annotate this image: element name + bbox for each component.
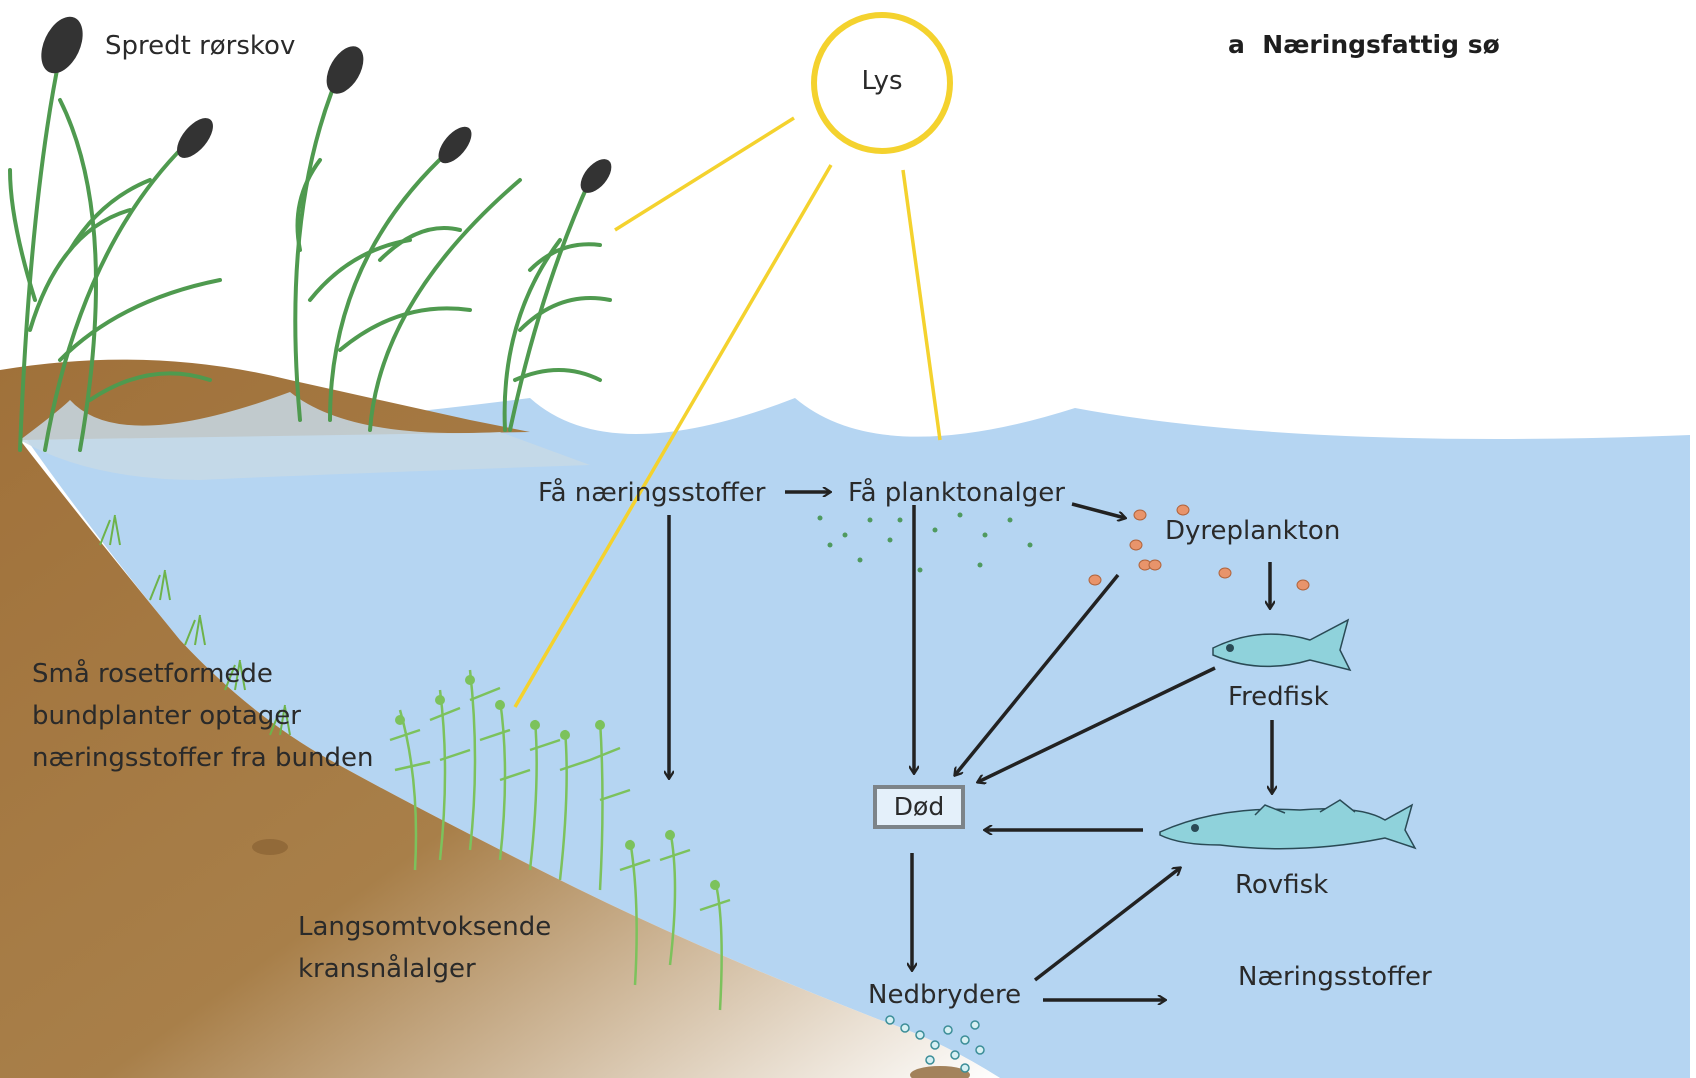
arrow-algae-to-zooplankton [1071,502,1125,518]
nutrients-label: Næringsstoffer [1238,962,1432,992]
forage-fish-label: Fredfisk [1228,682,1329,712]
title-text: Næringsfattig sø [1262,30,1500,59]
arrow-forage-to-dead [978,666,1216,782]
zooplankton-dots [1088,504,1310,591]
reed-seedheads [41,16,612,193]
title-letter: a [1228,30,1245,59]
sun-label: Lys [861,66,903,96]
rosette-label-line3: næringsstoffer fra bunden [32,743,374,773]
sun-icon [811,12,953,154]
few-nutrients-label: Få næringsstoffer [538,478,766,508]
zooplankton-label: Dyreplankton [1165,516,1341,546]
rosette-label-line2: bundplanter optager [32,701,301,731]
charophyte-label-line2: kransnålalger [298,954,476,984]
predator-fish-label: Rovfisk [1235,870,1329,900]
decomposer-bubbles [885,1015,985,1073]
pebble [910,1066,970,1078]
arrow-decomposers-to-predator [1033,868,1180,982]
dead-box: Død [873,785,965,829]
food-web-arrows [669,492,1272,1000]
phytoplankton-dots [817,512,1033,573]
charophyte-label-line1: Langsomtvoksende [298,912,552,942]
forage-fish-icon [1212,618,1352,672]
reed-plants [8,53,612,452]
diagram-title: a Næringsfattig sø [1228,30,1500,59]
shore-bank [0,359,1000,1078]
rosette-plants [99,514,291,736]
charophyte-algae [389,669,731,1011]
shallow-zone [20,392,590,480]
arrow-zooplankton-to-dead [955,573,1120,775]
rosette-label-line1: Små rosetformede [32,659,273,689]
predator-fish-icon [1159,799,1417,850]
pebble [252,839,288,855]
decomposers-label: Nedbrydere [868,980,1022,1010]
charophyte-nodes [395,675,720,890]
sun-rays [513,116,942,708]
lake-water [20,398,1690,1078]
reeds-label: Spredt rørskov [105,31,296,61]
few-algae-label: Få planktonalger [848,478,1065,508]
